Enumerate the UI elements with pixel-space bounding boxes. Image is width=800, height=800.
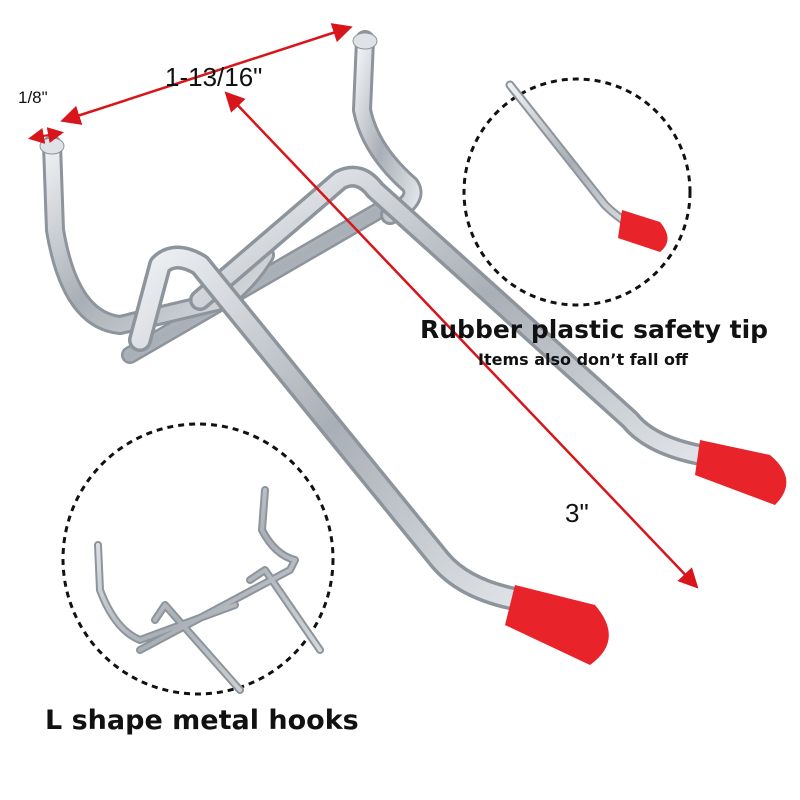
tip-title: Rubber plastic safety tip — [420, 315, 769, 344]
tip-detail-image — [505, 80, 668, 252]
wire-diameter-label: 1/8" — [18, 88, 48, 107]
tip-detail-circle — [462, 77, 692, 307]
safety-tip — [695, 440, 787, 505]
safety-tip — [505, 585, 609, 665]
hook-length-label: 3" — [565, 498, 589, 528]
shape-title: L shape metal hooks — [45, 705, 359, 736]
hook-spacing-label: 1-13/16" — [165, 62, 263, 92]
diameter-arrow — [28, 127, 64, 144]
spacing-arrow — [60, 23, 353, 125]
tip-subtitle: Items also don’t fall off — [478, 350, 688, 369]
length-arrow — [224, 91, 699, 589]
